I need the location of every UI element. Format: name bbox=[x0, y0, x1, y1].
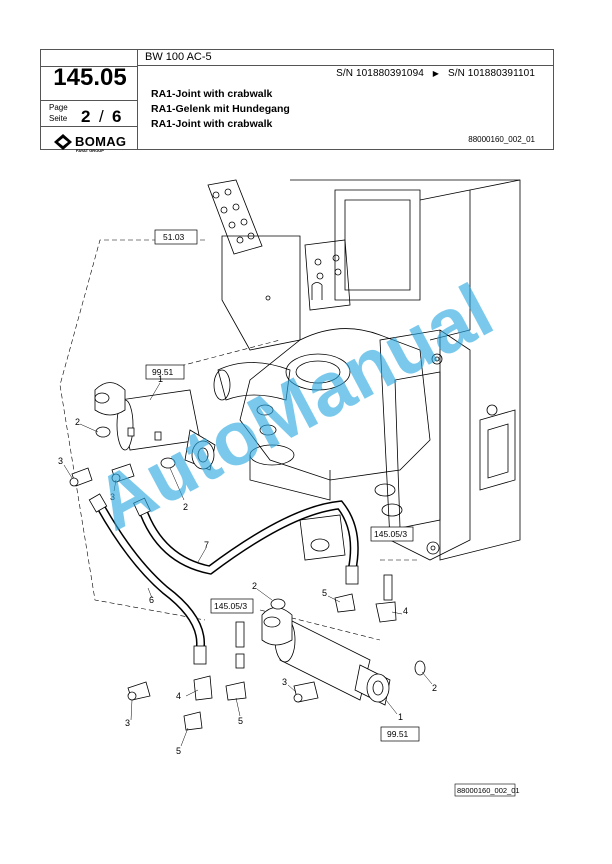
footer-ref-box bbox=[454, 783, 516, 797]
left-rule-top bbox=[41, 66, 137, 67]
drawing-number: 88000160_002_01 bbox=[468, 135, 535, 144]
lower-fittings bbox=[127, 574, 397, 731]
hoses-fill bbox=[95, 499, 358, 653]
part-label: 2 bbox=[252, 581, 257, 591]
serial-from: S/N 101880391094 bbox=[336, 68, 424, 79]
part-label: 7 bbox=[204, 540, 209, 550]
page-separator: / bbox=[99, 107, 104, 126]
serial-arrow-icon: ▶ bbox=[432, 69, 440, 78]
part-label: 4 bbox=[176, 691, 181, 701]
part-labels: 1 2 3 3 2 7 6 2 5 4 2 4 5 3 3 5 1 bbox=[58, 374, 437, 756]
upper-cylinder bbox=[94, 382, 216, 471]
model-name: BW 100 AC-5 bbox=[145, 51, 212, 63]
ref-box-label: 145.05/3 bbox=[214, 601, 247, 611]
serial-range: S/N 101880391094 ▶ S/N 101880391101 bbox=[336, 68, 535, 79]
part-label: 5 bbox=[238, 716, 243, 726]
title-block: 145.05 Page Seite 2 / 6 BOMAG FAYAT GROU… bbox=[40, 49, 554, 153]
page-titles: RA1-Joint with crabwalk RA1-Gelenk mit H… bbox=[151, 87, 290, 132]
part-label: 2 bbox=[432, 683, 437, 693]
part-label: 6 bbox=[149, 595, 154, 605]
ref-box-99-51-lower bbox=[380, 726, 420, 742]
part-label: 1 bbox=[398, 712, 403, 722]
bomag-logo-icon bbox=[54, 134, 72, 150]
part-label: 3 bbox=[125, 718, 130, 728]
hose-ends bbox=[88, 493, 359, 665]
ref-box-label: 51.03 bbox=[163, 232, 185, 242]
part-label: 4 bbox=[403, 606, 408, 616]
part-label: 3 bbox=[58, 456, 63, 466]
part-label: 1 bbox=[158, 374, 163, 384]
page-label-en: Page bbox=[49, 103, 68, 112]
ref-boxes: 51.03 99.51 145.05/3 145.05/3 99.51 bbox=[145, 229, 420, 742]
part-label: 5 bbox=[322, 588, 327, 598]
upper-fittings bbox=[69, 463, 135, 487]
page-total: 6 bbox=[112, 107, 122, 126]
page-label-de: Seite bbox=[49, 114, 68, 123]
ref-box-label: 99.51 bbox=[152, 367, 174, 377]
ref-box-label: 99.51 bbox=[387, 729, 409, 739]
part-label: 3 bbox=[282, 677, 287, 687]
left-rule-bottom bbox=[41, 126, 137, 127]
title-en: RA1-Joint with crabwalk bbox=[151, 88, 273, 100]
brand-name: BOMAG bbox=[75, 134, 127, 149]
ref-box-145-05-3-right bbox=[370, 526, 414, 542]
ref-box-label: 145.05/3 bbox=[374, 529, 407, 539]
frame-structure bbox=[207, 179, 521, 561]
brand-sub: FAYAT GROUP bbox=[76, 148, 104, 153]
part-label: 5 bbox=[176, 746, 181, 756]
left-rule-mid bbox=[41, 100, 137, 101]
title-block-divider bbox=[137, 50, 138, 149]
serial-to: S/N 101880391101 bbox=[447, 68, 535, 79]
footer-ref: 88000160_002_01 bbox=[457, 786, 520, 795]
part-label: 2 bbox=[75, 417, 80, 427]
part-label: 2 bbox=[183, 502, 188, 512]
title-de: RA1-Gelenk mit Hundegang bbox=[151, 103, 290, 115]
ref-box-51-03 bbox=[154, 229, 198, 245]
part-label: 3 bbox=[110, 492, 115, 502]
label-leaders bbox=[63, 382, 433, 747]
page-current: 2 bbox=[81, 107, 91, 126]
page-number: 145.05 bbox=[53, 64, 127, 91]
lower-cylinder bbox=[261, 598, 426, 706]
ref-box-99-51-upper bbox=[145, 364, 185, 380]
title-block-rule bbox=[137, 65, 553, 66]
ref-box-145-05-3-left bbox=[210, 598, 254, 614]
title-en-2: RA1-Joint with crabwalk bbox=[151, 118, 273, 130]
